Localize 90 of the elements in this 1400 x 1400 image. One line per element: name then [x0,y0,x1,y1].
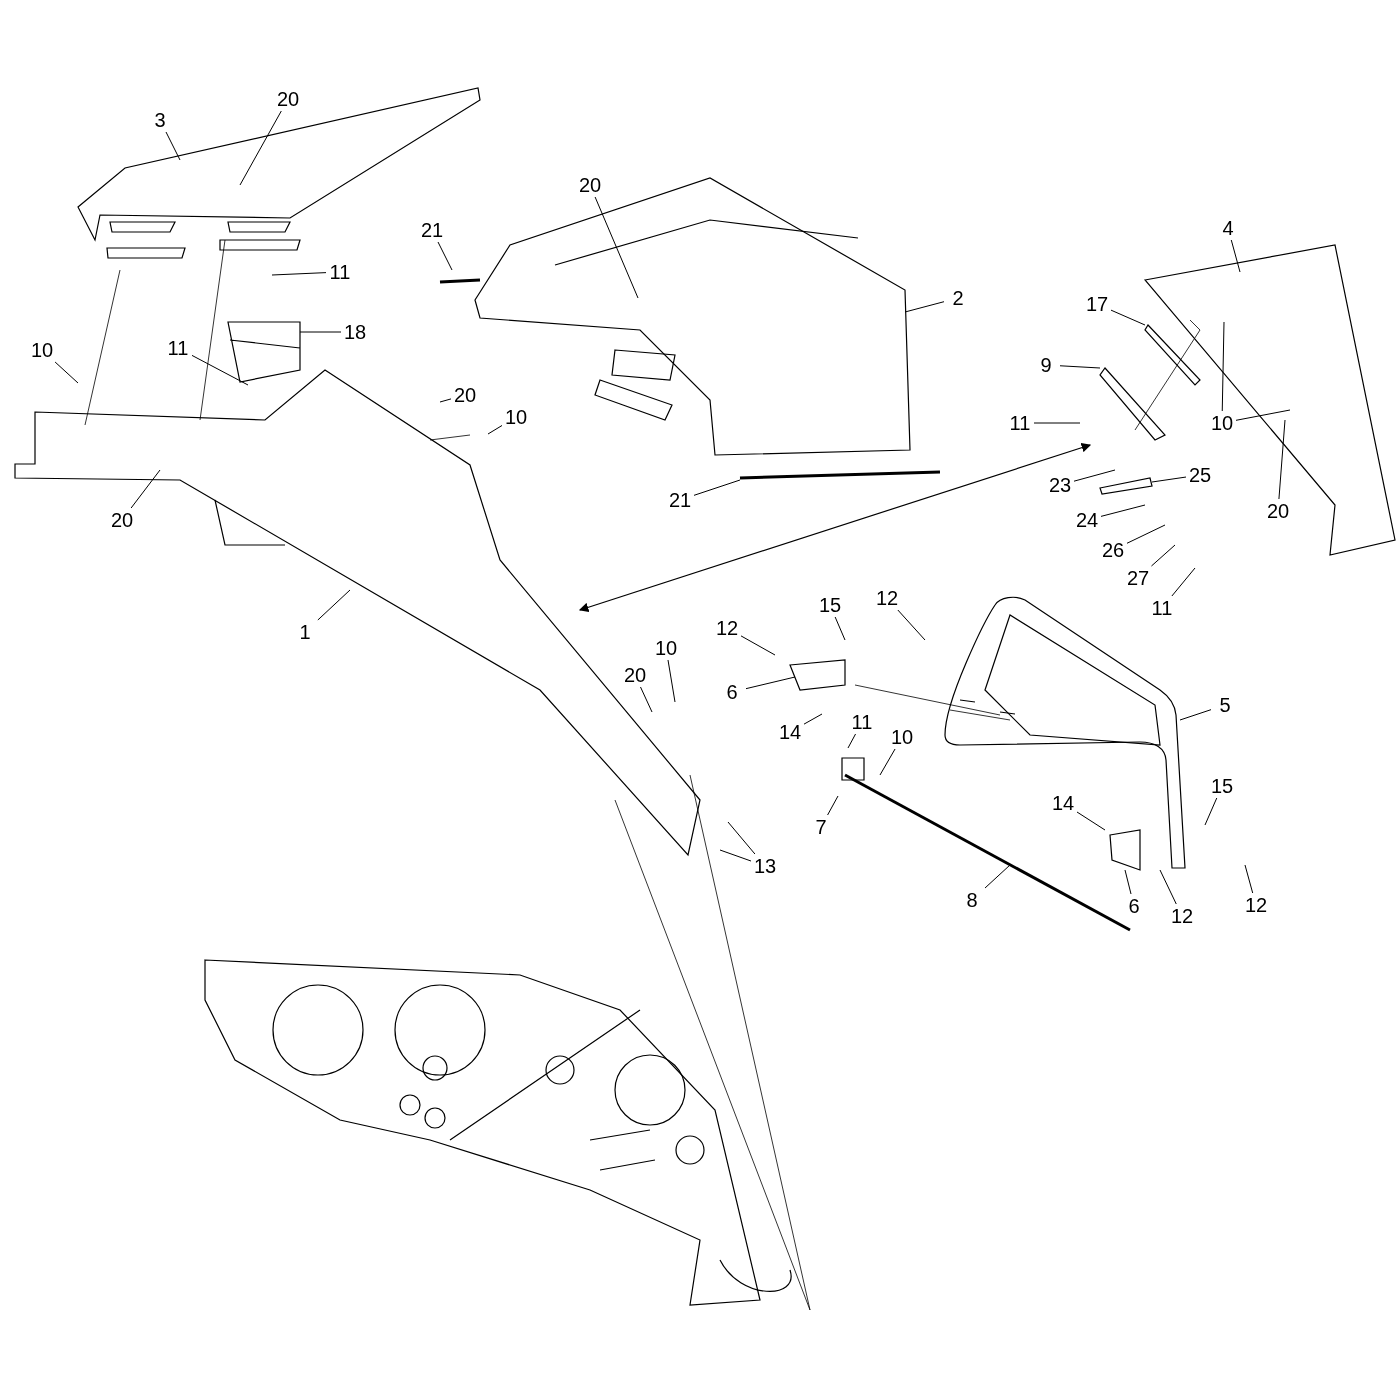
leader-line [191,354,249,386]
leader-line [1278,419,1286,500]
callout-number: 23 [1046,473,1074,497]
leader-line [1221,321,1225,412]
callout-number: 25 [1186,463,1214,487]
leader-line [1110,309,1146,326]
leader-line [693,479,741,496]
callout-number: 7 [807,815,835,839]
callout-number: 26 [1099,538,1127,562]
leader-line [740,635,776,656]
leader-line [803,713,823,725]
leader-line [667,659,676,703]
callout-number: 21 [666,488,694,512]
leader-line [594,196,639,299]
callout-number: 10 [1208,411,1236,435]
callout-number: 11 [326,260,354,284]
leader-line [904,301,945,313]
leader-line [439,398,452,403]
leader-line [847,733,857,749]
callout-number: 5 [1211,693,1239,717]
callout-number: 6 [718,680,746,704]
leader-line [834,616,846,641]
leader-line [317,589,351,621]
callout-number: 24 [1073,508,1101,532]
leader-line [1033,422,1081,424]
callout-number: 10 [888,725,916,749]
leader-line [1150,544,1176,567]
callout-number: 27 [1124,566,1152,590]
callout-number: 21 [418,218,446,242]
callout-number: 17 [1083,292,1111,316]
callout-number: 20 [274,87,302,111]
leader-line [299,331,342,333]
leader-line [1151,476,1187,483]
leader-line [239,110,282,186]
callout-number: 6 [1120,894,1148,918]
leader-line [984,864,1011,889]
callout-number: 14 [1049,791,1077,815]
leader-line [1159,869,1177,905]
leader-line [271,272,327,276]
leader-line [1100,504,1146,517]
callout-number: 18 [341,320,369,344]
leader-line [1235,409,1291,421]
callout-number: 12 [1242,893,1270,917]
leader-line [1244,864,1254,894]
leader-line [1179,709,1212,721]
callout-number: 11 [1148,596,1176,620]
leader-line [437,241,453,271]
callout-number: 20 [576,173,604,197]
callout-number: 4 [1214,216,1242,240]
leader-line [745,676,796,690]
callout-number: 20 [108,508,136,532]
callout-number: 3 [146,108,174,132]
leader-line [1171,567,1196,597]
callout-number: 10 [502,405,530,429]
leader-line [54,361,79,384]
callout-number: 9 [1032,353,1060,377]
leader-line [727,821,756,855]
callout-number: 20 [1264,499,1292,523]
callout-number: 8 [958,888,986,912]
leader-line [1059,365,1101,369]
leader-line [1230,239,1241,273]
callout-number: 10 [652,636,680,660]
callout-number: 11 [164,336,192,360]
leader-line [130,469,161,509]
callout-number: 12 [1168,904,1196,928]
callout-number: 20 [451,383,479,407]
leader-line [1076,811,1106,831]
callout-number: 15 [1208,774,1236,798]
leader-line [1126,524,1166,544]
callout-number: 20 [621,663,649,687]
leader-line [879,748,896,776]
callout-number: 13 [751,854,779,878]
leader-line [487,425,503,435]
callout-number: 11 [848,710,876,734]
leader-line [897,609,926,641]
callout-number: 12 [713,616,741,640]
leader-line [719,849,752,862]
callout-number: 10 [28,338,56,362]
callout-number: 1 [291,620,319,644]
leader-line [165,131,181,161]
callout-number: 14 [776,720,804,744]
callout-number: 11 [1006,411,1034,435]
callout-number: 12 [873,586,901,610]
leader-line [640,686,653,713]
callout-number: 15 [816,593,844,617]
callout-number: 2 [944,286,972,310]
leader-line [1204,797,1218,826]
leader-line [1073,469,1116,482]
leader-line [1124,869,1132,895]
leader-line [827,795,839,816]
